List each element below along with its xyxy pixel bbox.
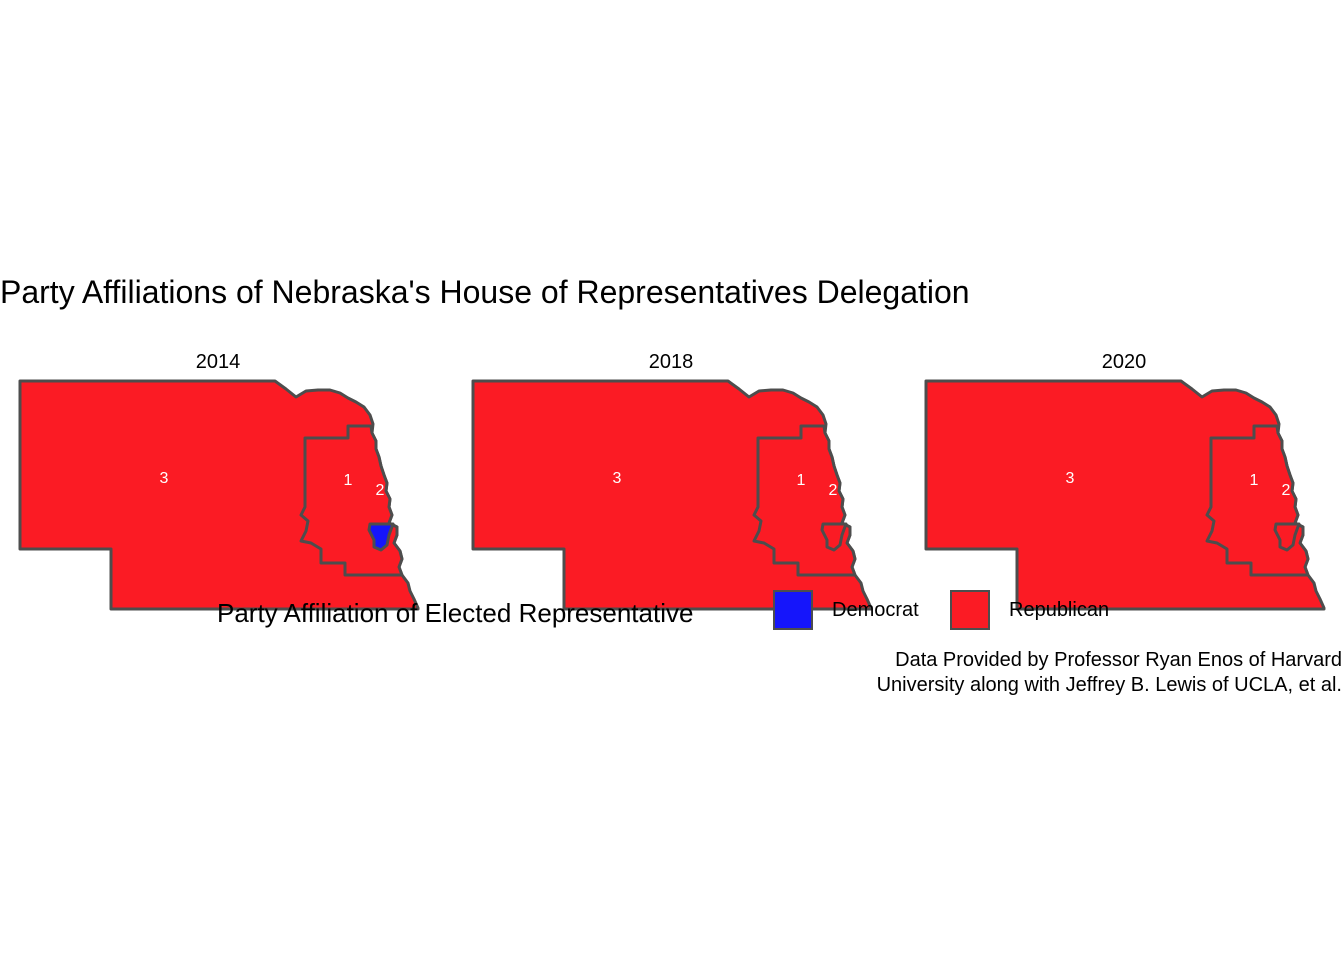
- map-panel-2018: 2018 3 1 2: [471, 345, 891, 611]
- legend: Party Affiliation of Elected Representat…: [0, 586, 1344, 636]
- caption-line-2: University along with Jeffrey B. Lewis o…: [876, 674, 1342, 696]
- district-2-label: 2: [376, 482, 385, 499]
- district-2-shape: [367, 522, 395, 552]
- nebraska-district-map: 3 1 2: [924, 379, 1326, 611]
- panel-year-label: 2018: [648, 351, 694, 373]
- legend-label-republican: Republican: [1009, 599, 1110, 621]
- district-3-label: 3: [613, 470, 622, 487]
- page-title: Party Affiliations of Nebraska's House o…: [0, 274, 970, 310]
- nebraska-district-map: 3 1 2: [471, 379, 873, 611]
- legend-label-democrat: Democrat: [832, 599, 919, 621]
- district-3-label: 3: [1066, 470, 1075, 487]
- legend-swatch-democrat: [773, 590, 813, 630]
- district-1-label: 1: [797, 472, 806, 489]
- data-source-caption: Data Provided by Professor Ryan Enos of …: [877, 648, 1342, 698]
- caption-line-1: Data Provided by Professor Ryan Enos of …: [895, 649, 1342, 671]
- district-2-label: 2: [1282, 482, 1291, 499]
- map-panel-2014: 2014 3 1 2: [18, 345, 438, 611]
- legend-title: Party Affiliation of Elected Representat…: [217, 598, 694, 628]
- district-2-shape: [1273, 522, 1301, 552]
- district-2-label: 2: [829, 482, 838, 499]
- legend-swatch-republican: [950, 590, 990, 630]
- district-1-label: 1: [1250, 472, 1259, 489]
- panel-year-label: 2020: [1101, 351, 1147, 373]
- district-3-label: 3: [160, 470, 169, 487]
- nebraska-district-map: 3 1 2: [18, 379, 420, 611]
- district-1-label: 1: [344, 472, 353, 489]
- panel-year-label: 2014: [195, 351, 241, 373]
- map-panel-2020: 2020 3 1 2: [924, 345, 1344, 611]
- district-2-shape: [820, 522, 848, 552]
